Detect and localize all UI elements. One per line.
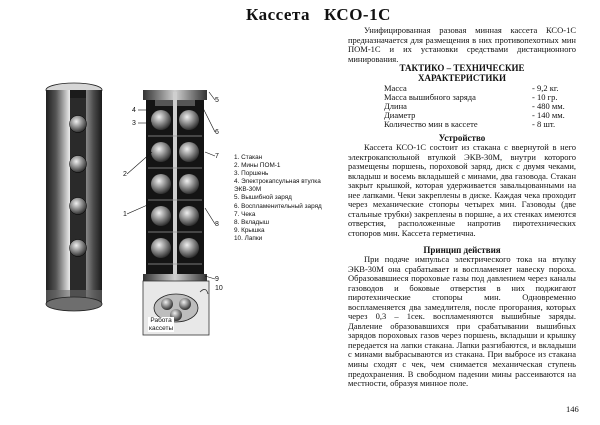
legend-item: 2. Мины ПОМ-1 (234, 162, 281, 170)
device-heading: Устройство (438, 133, 486, 143)
spec-row: Длина - 480 мм. (384, 100, 579, 111)
legend-item: 8. Вкладыш (234, 218, 269, 226)
title-word: Кассета (246, 5, 311, 24)
legend-item: 7. Чека (234, 210, 256, 218)
spec-value: - 140 мм. (532, 109, 565, 120)
device-section: Устройство Кассета КСО-1С состоит из ста… (348, 133, 576, 238)
legend-item: 1. Стакан (234, 154, 263, 161)
legend-item: 6. Воспламенительный заряд (234, 202, 322, 210)
spec-value: - 9,2 кг. (532, 83, 559, 93)
title-model: КСО-1С (324, 5, 391, 24)
specs-table: Масса - 9,2 кг. Масса вышибного заряда - 1… (384, 84, 579, 129)
spec-row: Количество мин в кассете - 8 шт. (384, 118, 579, 129)
specs-heading-line2: ХАРАКТЕРИСТИКИ (418, 73, 506, 83)
callout-8: 8 (215, 221, 219, 228)
caption-line: кассеты (149, 324, 174, 332)
figure-caption: Работа кассеты (148, 317, 175, 332)
callout-2: 2 (123, 171, 127, 178)
legend-item: 9. Крышка (234, 226, 265, 234)
spec-row: Масса - 9,2 кг. (384, 84, 579, 93)
legend-item: 5. Вышибной заряд (234, 194, 292, 202)
cassette-illustration: 4 3 2 1 5 6 7 8 9 10 (45, 82, 223, 336)
intro-paragraph: Унифицированная разовая минная кассета К… (348, 25, 576, 64)
spec-row: Диаметр - 140 мм. (384, 109, 579, 120)
specs-heading: ТАКТИКО – ТЕХНИЧЕСКИЕ ХАРАКТЕРИСТИКИ (348, 63, 576, 83)
spec-label: Масса вышибного заряда (384, 91, 476, 102)
callout-6: 6 (215, 129, 219, 136)
callout-9: 9 (215, 276, 219, 283)
principle-heading: Принцип действия (423, 245, 501, 255)
spec-value: - 10 гр. (532, 91, 558, 102)
device-paragraph: Кассета КСО-1С состоит из стакана с ввер… (348, 142, 576, 238)
deployment-view (142, 280, 210, 336)
legend-item: 10. Лапки (234, 234, 263, 242)
callout-10: 10 (215, 285, 223, 292)
spec-label: Количество мин в кассете (384, 118, 478, 129)
spec-value: - 480 мм. (532, 100, 565, 111)
legend-item: 3. Поршень (234, 170, 269, 178)
principle-section: Принцип действия При подаче импульса эле… (348, 245, 576, 389)
page-number: 146 (566, 404, 579, 414)
callout-1: 1 (123, 211, 127, 218)
callout-5: 5 (215, 97, 219, 104)
specs-heading-line1: ТАКТИКО – ТЕХНИЧЕСКИЕ (399, 63, 525, 73)
callout-3: 3 (132, 120, 136, 127)
cassette-cutaway (143, 90, 207, 286)
callout-7: 7 (215, 153, 219, 160)
cassette-exterior (45, 82, 103, 312)
spec-label: Диаметр (384, 109, 416, 120)
callout-4: 4 (132, 107, 136, 114)
legend-item: ЭКВ-30М (234, 186, 262, 194)
caption-line: Работа (150, 317, 172, 324)
spec-value: - 8 шт. (532, 118, 556, 129)
intro-section: Унифицированная разовая минная кассета К… (348, 25, 576, 64)
spec-label: Масса (384, 83, 407, 93)
parts-legend: 1. Стакан 2. Мины ПОМ-1 3. Поршень 4. Эл… (234, 154, 322, 243)
spec-row: Масса вышибного заряда - 10 гр. (384, 93, 579, 102)
spec-label: Длина (384, 100, 407, 111)
legend-item: 4. Электрокапсульная втулка (234, 178, 321, 186)
page-title: Кассета КСО-1С (246, 5, 391, 25)
principle-paragraph: При подаче импульса электрического тока … (348, 254, 576, 389)
